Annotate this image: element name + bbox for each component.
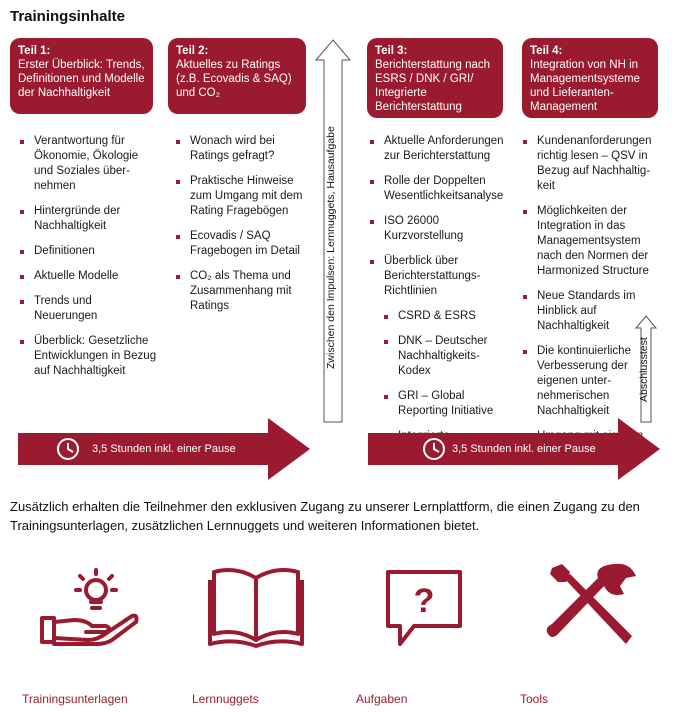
time-arrow-1 [18, 418, 310, 480]
topic-item: CSRD & ESRS [382, 309, 508, 324]
module-head: Teil 3: [375, 45, 408, 57]
topic-item: Trends und Neuerungen [18, 294, 158, 324]
module-box-1: Teil 1: Erster Überblick: Trends, Defini… [10, 38, 153, 114]
topic-item: Definitionen [18, 244, 158, 259]
module-line: der Nachhaltigkeit [18, 87, 111, 99]
topic-item: Wonach wird bei Ratings gefragt? [174, 134, 304, 164]
module-line: Integration von NH in [530, 59, 639, 71]
topic-item: Die kontinuierliche Verbesserung der eig… [521, 344, 655, 419]
module-line: Managementsysteme [530, 73, 640, 85]
feature-label-lernnuggets: Lernnuggets [192, 692, 259, 706]
hand-lightbulb-icon [40, 568, 139, 646]
topic-item: CO₂ als Thema und Zusammenhang mit Ratin… [174, 269, 304, 314]
module-head: Teil 1: [18, 45, 51, 57]
topic-item: Überblick über Berichterstattungs-Richtl… [368, 254, 508, 299]
time-label-2: 3,5 Stunden inkl. einer Pause [452, 443, 596, 455]
topic-item: Möglichkeiten der Integration in das Man… [521, 204, 655, 279]
up-arrow-divider [314, 39, 352, 423]
intro-text: Zusätzlich erhalten die Teilnehmer den e… [10, 499, 640, 533]
vertical-label-homework: Zwischen den Impulsen: Lernnuggets, Haus… [325, 126, 337, 370]
feature-label-trainingsunterlagen: Trainingsunterlagen [22, 692, 128, 706]
topic-list-1: Verantwortung für Ökonomie, Ökologie und… [18, 134, 158, 389]
module-head: Teil 2: [176, 45, 209, 57]
topic-item: DNK – Deutscher Nachhaltigkeits-Kodex [382, 334, 508, 379]
svg-text:?: ? [414, 582, 435, 620]
module-line: Management [530, 101, 598, 113]
module-line: und Lieferanten- [530, 87, 614, 99]
feature-label-aufgaben: Aufgaben [356, 692, 408, 706]
topic-item: ISO 26000 Kurzvorstellung [368, 214, 508, 244]
module-line: ESRS / DNK / GRI/ [375, 73, 474, 85]
topic-item: GRI – Global Reporting Initiative [382, 389, 508, 419]
topic-item: Ecovadis / SAQ Fragebogen im Detail [174, 229, 304, 259]
topic-item: Überblick: Gesetzliche Entwicklungen in … [18, 334, 158, 379]
vertical-label-test: Abschlusstest [638, 337, 650, 403]
module-box-4: Teil 4: Integration von NH in Management… [522, 38, 658, 118]
clock-icon [39, 438, 61, 460]
topic-list-4: Kundenanforderungen richtig lesen – QSV … [521, 134, 655, 469]
page-title: Trainingsinhalte [10, 8, 126, 25]
module-line: Berichterstattung nach [375, 59, 491, 71]
module-box-2: Teil 2: Aktuelles zu Ratings (z.B. Ecova… [168, 38, 306, 114]
topic-item: Aktuelle Modelle [18, 269, 158, 284]
topic-list-2: Wonach wird bei Ratings gefragt? Praktisc… [174, 134, 304, 324]
topic-item: Rolle der Doppelten Wesentlichkeitsanaly… [368, 174, 508, 204]
module-line: Aktuelles zu Ratings [176, 59, 281, 71]
module-line: Erster Überblick: Trends, [18, 59, 145, 71]
module-line: Berichterstattung [375, 101, 462, 113]
clock-icon [405, 438, 427, 460]
topic-item: Verantwortung für Ökonomie, Ökologie und… [18, 134, 158, 194]
tools-icon [546, 563, 636, 644]
time-arrow-2 [368, 418, 660, 480]
module-line: und CO₂ [176, 87, 221, 99]
module-line: (z.B. Ecovadis & SAQ) [176, 73, 292, 85]
topic-item: Praktische Hinweise zum Umgang mit dem R… [174, 174, 304, 219]
question-bubble-icon: ? [386, 570, 462, 646]
topic-item: Kundenanforderungen richtig lesen – QSV … [521, 134, 655, 194]
feature-label-tools: Tools [520, 692, 549, 706]
open-book-icon [208, 568, 304, 648]
module-head: Teil 4: [530, 45, 563, 57]
module-line: Integrierte [375, 87, 427, 99]
time-label-1: 3,5 Stunden inkl. einer Pause [92, 443, 236, 455]
module-box-3: Teil 3: Berichterstattung nach ESRS / DN… [367, 38, 503, 118]
up-arrow-final [634, 315, 658, 423]
module-line: Definitionen und Modelle [18, 73, 145, 85]
topic-item: Neue Standards im Hinblick auf Nachhalti… [521, 289, 655, 334]
topic-item: Aktuelle Anforderungen zur Berichterstat… [368, 134, 508, 164]
topic-item: Hintergründe der Nachhaltigkeit [18, 204, 158, 234]
